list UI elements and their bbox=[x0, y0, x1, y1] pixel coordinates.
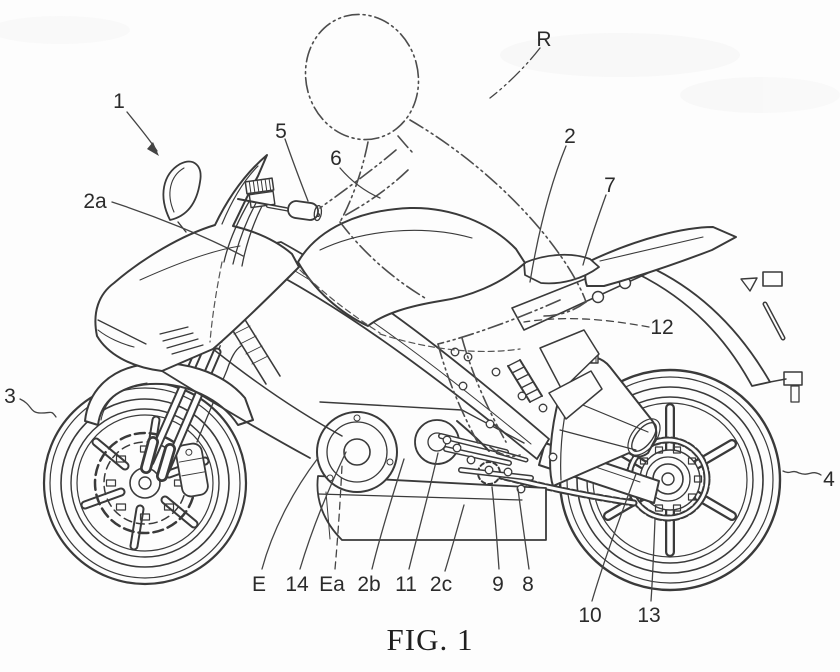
leader-14 bbox=[299, 451, 347, 570]
radiator bbox=[229, 317, 281, 385]
shock-spring bbox=[507, 359, 543, 403]
grip bbox=[287, 200, 323, 222]
reference-labels: 1 2a 3 4 5 6 R 2 7 12 E 14 Ea 2b 11 2c 9… bbox=[4, 28, 835, 627]
ref-label-8: 8 bbox=[522, 573, 534, 596]
leader-7 bbox=[582, 194, 607, 266]
front-fender bbox=[84, 362, 254, 426]
tail-cowl bbox=[584, 226, 737, 287]
ref-label-6: 6 bbox=[330, 147, 342, 170]
leader-4 bbox=[782, 470, 822, 476]
leader-2c bbox=[444, 504, 465, 572]
rider-thigh bbox=[437, 299, 561, 345]
rider-chest bbox=[339, 141, 369, 223]
ref-label-11: 11 bbox=[395, 573, 417, 596]
front-wheel bbox=[42, 380, 248, 586]
ref-label-10: 10 bbox=[578, 604, 601, 627]
ref-label-12: 12 bbox=[650, 316, 673, 339]
front-brake-caliper bbox=[175, 345, 242, 498]
ref-label-3: 3 bbox=[4, 385, 16, 408]
leader-2b bbox=[371, 458, 405, 570]
leader-9 bbox=[491, 486, 500, 570]
leader-10 bbox=[591, 473, 637, 602]
ref-label-E: E bbox=[252, 573, 266, 596]
ref-label-9: 9 bbox=[492, 573, 504, 596]
ref-label-14: 14 bbox=[285, 573, 309, 596]
muffler-outlet bbox=[627, 418, 661, 456]
leader-12 bbox=[523, 317, 650, 328]
leader-1-arrowhead bbox=[147, 142, 159, 156]
leader-E bbox=[261, 457, 319, 570]
belly-pan bbox=[316, 475, 547, 541]
rear-turn-signal bbox=[762, 301, 786, 341]
leader-8 bbox=[517, 488, 530, 570]
ref-label-R: R bbox=[536, 28, 551, 51]
rider-shin bbox=[437, 343, 479, 444]
ref-label-2a: 2a bbox=[83, 190, 107, 213]
ref-label-2: 2 bbox=[564, 125, 576, 148]
ref-label-1: 1 bbox=[113, 90, 125, 113]
fairing-lower-edge bbox=[161, 370, 311, 459]
leader-11 bbox=[408, 452, 439, 570]
front-cowl bbox=[94, 154, 300, 372]
rider-hip bbox=[543, 301, 587, 317]
ref-label-5: 5 bbox=[275, 120, 287, 143]
windscreen-edge bbox=[221, 165, 259, 225]
leader-2a bbox=[111, 201, 244, 257]
fuel-tank bbox=[297, 206, 526, 327]
engine bbox=[229, 317, 547, 541]
crankcase-cover bbox=[316, 411, 398, 493]
leader-R bbox=[489, 47, 541, 99]
cables bbox=[223, 199, 263, 267]
rider-boot bbox=[489, 446, 521, 457]
rider-arm bbox=[319, 149, 397, 209]
figure-caption: FIG. 1 bbox=[387, 622, 474, 657]
ref-label-Ea: Ea bbox=[319, 573, 345, 596]
footpeg-plate bbox=[539, 329, 600, 391]
seat bbox=[523, 253, 600, 285]
leader-2 bbox=[529, 145, 567, 283]
tail-reflector bbox=[762, 271, 783, 287]
leader-3 bbox=[19, 398, 57, 418]
leader-5 bbox=[284, 138, 309, 202]
rider-phantom bbox=[304, 13, 587, 457]
helmet bbox=[304, 13, 420, 141]
ref-label-2c: 2c bbox=[430, 573, 452, 596]
mirror bbox=[162, 160, 202, 233]
leader-Ea bbox=[334, 465, 343, 570]
subframe-cutout bbox=[740, 277, 758, 292]
ref-label-13: 13 bbox=[637, 604, 660, 627]
ref-label-7: 7 bbox=[604, 174, 616, 197]
leader-13 bbox=[650, 518, 656, 602]
fairing-vents bbox=[159, 326, 204, 355]
bodywork bbox=[94, 154, 737, 459]
rear-suspension-linkage bbox=[438, 329, 603, 494]
leader-6 bbox=[339, 167, 381, 199]
leader-lines bbox=[19, 47, 822, 602]
brake-hose bbox=[196, 345, 242, 443]
brake-reservoir bbox=[244, 177, 275, 195]
hidden-lines bbox=[209, 261, 521, 353]
ref-label-2b: 2b bbox=[357, 573, 380, 596]
scan-artifacts bbox=[0, 16, 840, 113]
rider-back bbox=[409, 119, 587, 303]
ref-label-4: 4 bbox=[823, 468, 835, 491]
rear-fender-stay bbox=[637, 265, 803, 403]
handlebar bbox=[223, 177, 323, 267]
